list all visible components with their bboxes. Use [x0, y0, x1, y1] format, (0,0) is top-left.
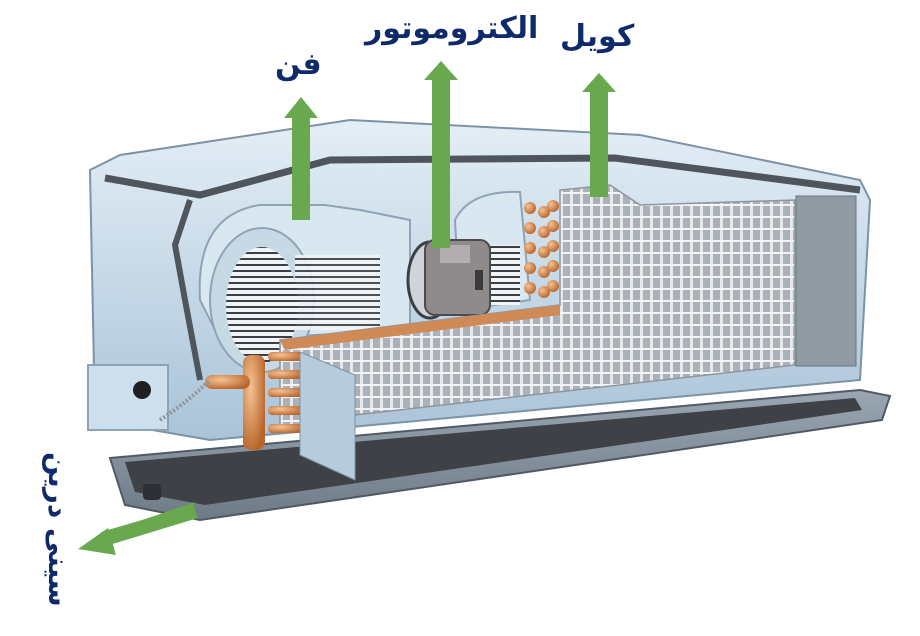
pointer-arrows [78, 61, 616, 555]
control-box [87, 364, 212, 431]
fan-assembly [198, 190, 532, 373]
label-drain-pan: سینی درین [42, 452, 75, 607]
fan-arrow-icon [284, 97, 318, 220]
label-electromotor: الکتروموتور [365, 11, 539, 46]
label-fan: فن [275, 47, 322, 82]
drain-pan-arrow-icon [78, 502, 198, 555]
motor-arrow-icon [424, 61, 458, 248]
coil-arrow-icon [582, 73, 616, 197]
drain-outlet [143, 484, 161, 500]
coil [205, 184, 796, 481]
electromotor [406, 239, 491, 320]
label-coil: کویل [560, 19, 635, 54]
drain-pan [108, 388, 892, 522]
